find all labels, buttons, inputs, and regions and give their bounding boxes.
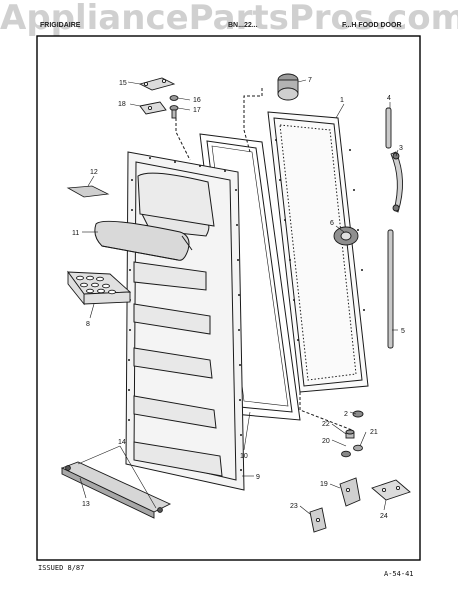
callout-17: 17 [193,107,201,114]
callout-2: 2 [344,411,348,418]
handle-rod-upper [385,107,392,149]
handle-rod-lower [387,229,394,349]
callout-8: 8 [86,321,90,328]
callout-16: 16 [193,97,201,104]
callout-14b: 14 [118,439,126,446]
issued-date: ISSUED 8/87 [38,564,85,572]
leader-hinge [175,118,191,161]
callout-20: 20 [322,438,330,445]
handle-cap [277,73,299,101]
callout-14a: 14 [118,439,126,446]
header-brand: FRIGIDAIRE [40,22,81,29]
callout-12: 12 [90,169,98,176]
header-section: F...H FOOD DOOR [342,22,402,29]
shelf-bar [60,461,172,519]
callout-leaders [77,79,399,515]
dairy-label [66,185,110,198]
callout-22: 22 [322,421,330,428]
callout-10: 10 [240,453,248,460]
callout-9: 9 [256,474,260,481]
door-handle [390,151,403,213]
callout-15: 15 [119,80,127,87]
callout-24: 24 [380,513,388,520]
callout-18: 18 [118,101,126,108]
callout-19: 19 [320,481,328,488]
callout-3: 3 [399,145,403,152]
upper-hinge [138,77,179,119]
page-code: A-54-41 [384,570,414,578]
callout-23: 23 [290,503,298,510]
diagram-border [36,35,421,561]
callout-13: 13 [82,501,90,508]
header-model: BN...22... [228,22,258,29]
callout-21: 21 [370,429,378,436]
callout-11: 11 [72,230,79,237]
outer-door-panel [267,111,369,393]
callout-7: 7 [308,77,312,84]
leader-cap [243,88,263,153]
callout-5: 5 [401,328,405,335]
callout-6: 6 [330,220,334,227]
callout-1: 1 [340,97,344,104]
dairy-door [94,220,193,261]
leader-lower [299,392,353,431]
callout-4: 4 [387,95,391,102]
egg-tray [67,270,132,306]
lower-hinge [309,410,411,533]
handle-mount [333,226,359,246]
